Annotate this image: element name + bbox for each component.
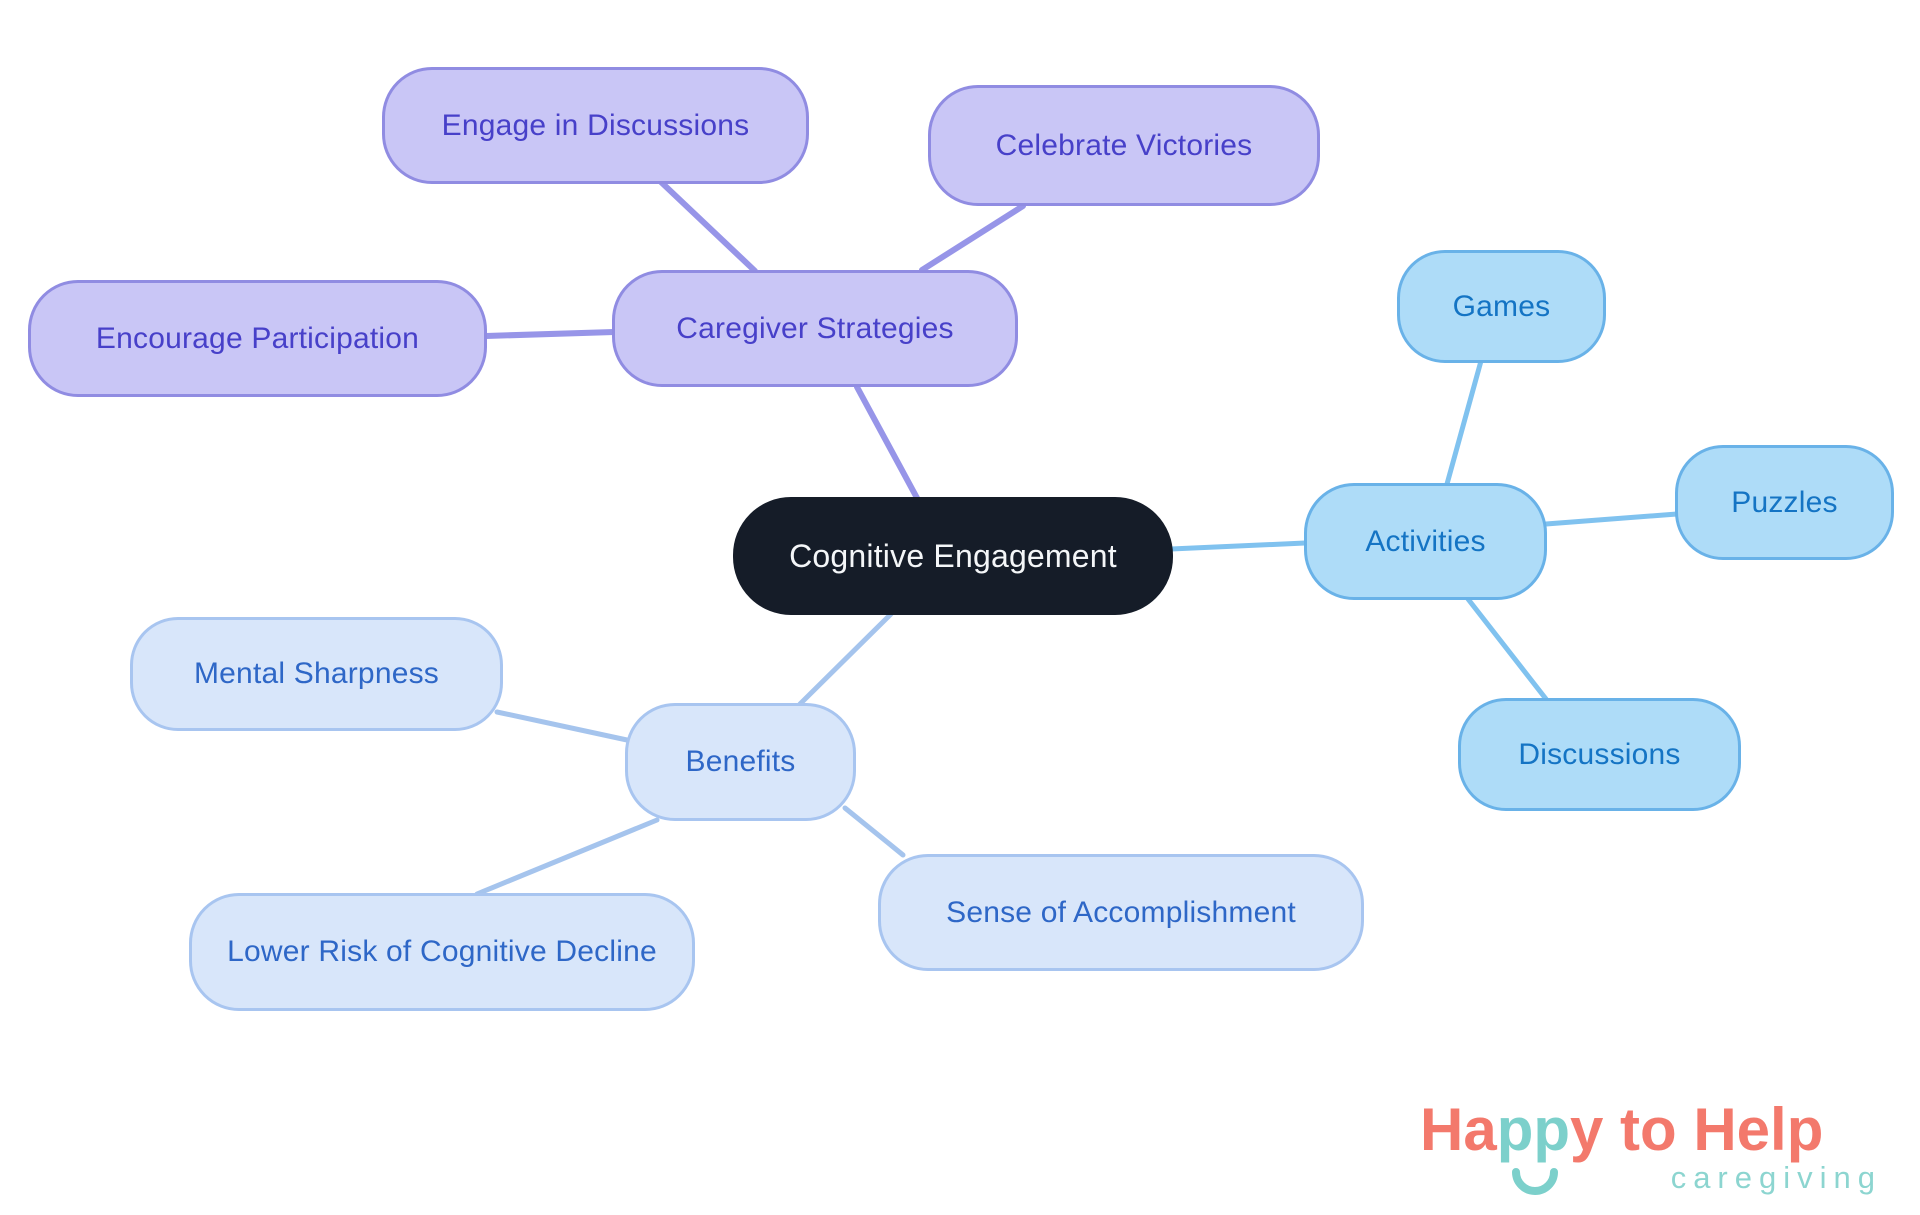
node-benefits: Benefits xyxy=(625,703,856,821)
node-encourage: Encourage Participation xyxy=(28,280,487,397)
node-engage: Engage in Discussions xyxy=(382,67,809,184)
edge-mental-benefits xyxy=(494,709,630,743)
node-central: Cognitive Engagement xyxy=(733,497,1173,615)
edge-central-benefits xyxy=(797,611,894,707)
edge-benefits-lower xyxy=(474,817,660,897)
node-celebrate: Celebrate Victories xyxy=(928,85,1320,206)
logo-text-pp: pp xyxy=(1496,1096,1571,1163)
edge-activities-puzzles xyxy=(1543,511,1680,527)
node-mental: Mental Sharpness xyxy=(130,617,503,731)
edge-celebrate-caregiver xyxy=(919,203,1026,273)
logo-wordmark: Happy to Help xyxy=(1420,1100,1882,1160)
node-games: Games xyxy=(1397,250,1606,363)
edge-games-activities xyxy=(1444,358,1484,487)
edge-encourage-caregiver xyxy=(483,329,617,339)
node-lower: Lower Risk of Cognitive Decline xyxy=(189,893,695,1011)
node-caregiver: Caregiver Strategies xyxy=(612,270,1018,387)
logo-tagline: caregiving xyxy=(1670,1160,1882,1195)
smile-icon xyxy=(1512,1168,1558,1196)
node-activities: Activities xyxy=(1304,483,1547,600)
happy-to-help-logo: Happy to Help caregiving xyxy=(1420,1100,1882,1196)
logo-text-y-to-help: y to Help xyxy=(1570,1096,1824,1163)
node-discussions: Discussions xyxy=(1458,698,1741,811)
logo-text-ha: Ha xyxy=(1420,1096,1497,1163)
node-puzzles: Puzzles xyxy=(1675,445,1894,560)
edge-engage-caregiver xyxy=(658,179,758,274)
edge-central-activities xyxy=(1168,540,1308,552)
edge-caregiver-central xyxy=(854,384,920,501)
edge-activities-discussions xyxy=(1465,596,1549,702)
edge-benefits-sense xyxy=(842,805,906,858)
node-sense: Sense of Accomplishment xyxy=(878,854,1364,971)
